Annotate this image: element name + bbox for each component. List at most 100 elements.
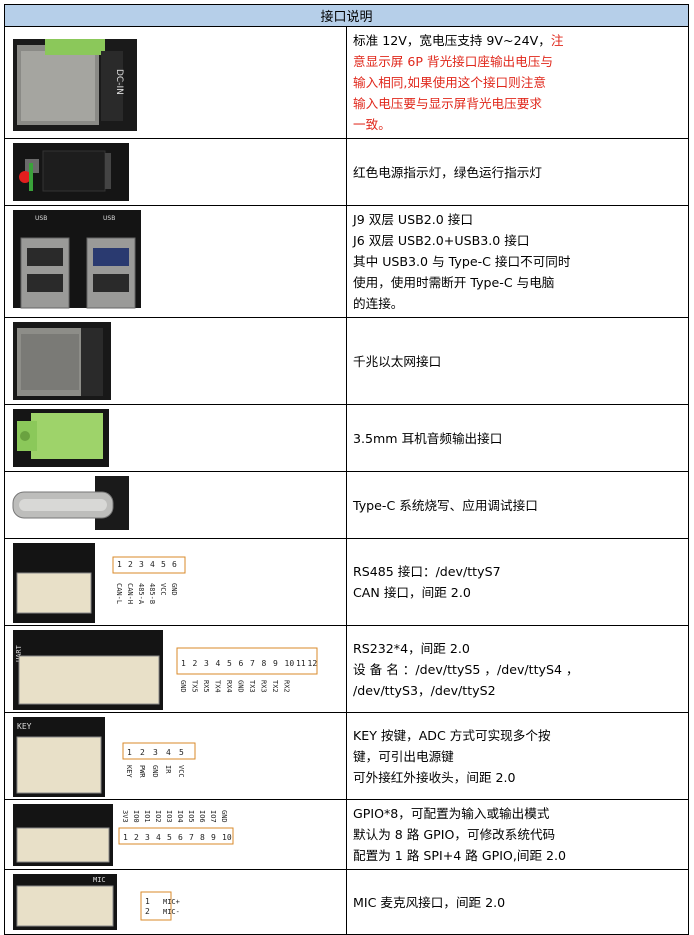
pin-name: RX4 [225, 680, 233, 693]
pin-name: IO4 [176, 810, 184, 823]
key-line: 可外接红外接收头，间距 2.0 [353, 767, 682, 788]
text-run: MIC 麦克风接口，间距 2.0 [353, 894, 506, 910]
pin-name: IO7 [209, 810, 217, 823]
row-audio: 3.5mm 耳机音频输出接口 [4, 404, 689, 472]
pin-name: IO0 [132, 810, 140, 823]
pin-number: 7 [189, 833, 194, 842]
pin-name: IO3 [165, 810, 173, 823]
pin-number: 3 [204, 659, 209, 668]
pin-number: 9 [273, 659, 278, 668]
pin-name: GND [151, 765, 159, 778]
pin-number: 2 [145, 907, 150, 916]
text-run: /dev/ttyS3，/dev/ttyS2 [353, 682, 496, 698]
text-run: 输入相同,如果使用这个接口则注意 [353, 75, 546, 90]
pin-name: GND [220, 810, 228, 823]
usb-ports-photo: USB USB [4, 205, 347, 318]
gpio-line: GPIO*8，可配置为输入或输出模式 [353, 803, 682, 824]
table-header-row: 接口说明 [4, 4, 689, 27]
usb-line: J9 双层 USB2.0 接口 [353, 209, 682, 230]
table-title: 接口说明 [4, 4, 689, 27]
mic-pin-schematic: 12 MIC+MIC- [140, 891, 180, 921]
rs485-line: RS485 接口：/dev/ttyS7 [353, 561, 682, 582]
text-run: CAN 接口，间距 2.0 [353, 585, 471, 600]
power-line: 意显示屏 6P 背光接口座输出电压与 [353, 51, 682, 72]
pin-name: IO6 [198, 810, 206, 823]
mic-description: MIC 麦克风接口，间距 2.0 [346, 869, 689, 935]
pin-name: PWR [138, 765, 146, 778]
text-run: RS485 接口：/dev/ttyS7 [353, 564, 501, 579]
pin-number: 3 [139, 560, 144, 569]
pin-name: RX3 [260, 680, 268, 693]
pin-name: 485-A [137, 583, 145, 605]
pin-number: 3 [153, 748, 158, 757]
led-indicators-photo [4, 138, 347, 206]
pin-name: RX2 [283, 680, 291, 693]
text-run: 输入电压要与显示屏背光电压要求 [353, 96, 542, 111]
text-run: J6 双层 USB2.0+USB3.0 接口 [353, 233, 530, 248]
leds-description: 红色电源指示灯，绿色运行指示灯 [346, 138, 689, 206]
pin-number: 7 [250, 659, 255, 668]
pin-number: 2 [128, 560, 133, 569]
pin-name: TX2 [271, 680, 279, 693]
power-line: 输入相同,如果使用这个接口则注意 [353, 72, 682, 93]
pin-name: GND [170, 583, 178, 596]
text-run: KEY 按键，ADC 方式可实现多个按 [353, 727, 551, 743]
pin-name: MIC+ [163, 898, 180, 906]
pin-number: 1 [127, 748, 132, 757]
pin-number: 1 [117, 560, 122, 569]
pin-name: VCC [177, 765, 185, 778]
pin-name: IO2 [154, 810, 162, 823]
pin-number: 2 [193, 659, 198, 668]
row-usb: USB USB J9 双层 USB2.0 接口 J6 双层 USB2.0+USB3… [4, 205, 689, 318]
text-run: 标准 12V，宽电压支持 9V~24V， [353, 33, 551, 48]
pin-name: IO5 [187, 810, 195, 823]
pin-number: 6 [239, 659, 244, 668]
leds-line: 红色电源指示灯，绿色运行指示灯 [353, 162, 682, 183]
text-run: 使用，使用时需断开 Type-C 与电脑 [353, 275, 555, 290]
pin-number: 10 [222, 833, 232, 842]
row-leds: 红色电源指示灯，绿色运行指示灯 [4, 138, 689, 206]
pin-number: 5 [179, 748, 184, 757]
rs232-line: /dev/ttyS3，/dev/ttyS2 [353, 680, 682, 701]
pin-name: 485-B [148, 583, 156, 604]
text-run: 其中 USB3.0 与 Type-C 接口不可同时 [353, 254, 571, 269]
usb-silk-label-left: USB [35, 215, 47, 222]
pin-name: TX3 [248, 680, 256, 693]
dc-in-silk-label: DC-IN [114, 69, 124, 95]
power-description: 标准 12V，宽电压支持 9V~24V，注意显示屏 6P 背光接口座输出电压与输… [346, 26, 689, 139]
pin-name: RX5 [202, 680, 210, 693]
pin-number: 11 [296, 659, 306, 668]
text-run: 红色电源指示灯，绿色运行指示灯 [353, 164, 542, 180]
pin-name: CAN-L [115, 583, 123, 604]
usb-silk-label-right: USB [103, 215, 115, 222]
mic-line: MIC 麦克风接口，间距 2.0 [353, 892, 682, 913]
pin-number: 1 [145, 897, 150, 906]
uart-silk-label: UART [15, 644, 23, 662]
pin-name: IR [164, 765, 172, 774]
text-run: RS232*4，间距 2.0 [353, 640, 470, 656]
pin-number: 8 [200, 833, 205, 842]
pin-number: 6 [172, 560, 177, 569]
pin-name: GND [179, 680, 187, 693]
typec-port-photo [4, 471, 347, 539]
pin-number: 8 [262, 659, 267, 668]
pin-number: 5 [161, 560, 166, 569]
key-line: KEY 按键，ADC 方式可实现多个按 [353, 725, 682, 746]
row-ethernet: 千兆以太网接口 [4, 317, 689, 405]
pin-name: VCC [159, 583, 167, 596]
gpio-line: 配置为 1 路 SPI+4 路 GPIO,间距 2.0 [353, 845, 682, 866]
pin-number: 5 [167, 833, 172, 842]
row-power: DC-IN 标准 12V，宽电压支持 9V~24V，注意显示屏 6P 背光接口座… [4, 26, 689, 139]
rs232-line: 设 备 名 ：/dev/ttyS5 ，/dev/ttyS4 ， [353, 659, 682, 680]
ethernet-description: 千兆以太网接口 [346, 317, 689, 405]
pin-name: TX4 [214, 680, 222, 693]
